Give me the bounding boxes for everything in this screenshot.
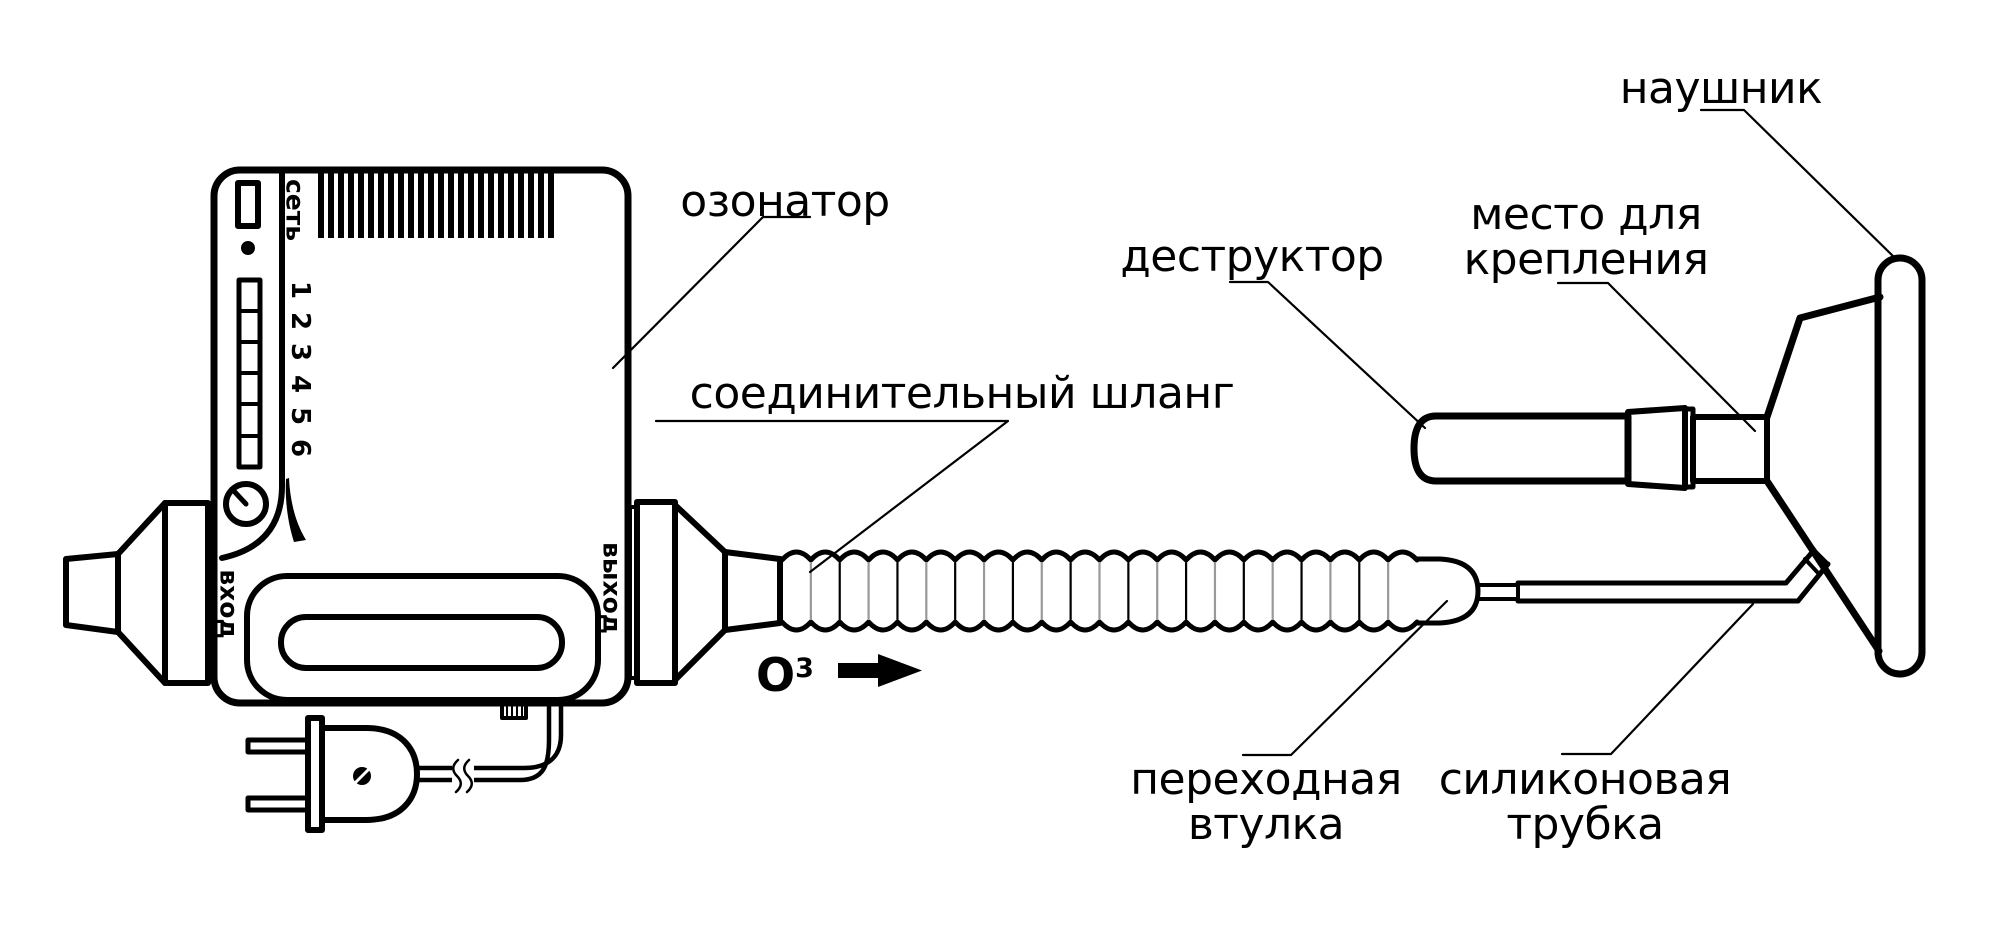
- leader-tube: [1560, 602, 1755, 756]
- power-cable: [414, 701, 564, 794]
- level-slider: [236, 277, 263, 470]
- level-mark-4: 4: [285, 374, 315, 394]
- leader-ozonator: [611, 215, 812, 370]
- level-mark-3: 3: [285, 342, 315, 362]
- level-mark-6: 6: [285, 438, 315, 458]
- earpiece-pad: [1874, 254, 1926, 678]
- label-hose: соединительный шланг: [689, 368, 1235, 419]
- input-connector: [63, 500, 211, 686]
- ventilation-grille-icon: [318, 173, 554, 238]
- panel-label-input: вход: [214, 569, 244, 639]
- pointer-wedge-icon: [285, 478, 306, 542]
- cable-socket: [500, 701, 528, 720]
- ozone-symbol: O: [756, 648, 796, 702]
- adjustment-knob: [223, 481, 269, 527]
- destructor-body: [1410, 412, 1632, 485]
- label-bushing: переходная втулка: [1130, 754, 1402, 850]
- label-earpiece: наушник: [1619, 63, 1823, 114]
- leader-hose: [654, 419, 1010, 574]
- label-mounting-area: место для крепления: [1464, 192, 1709, 282]
- label-tube: силиконовая трубка: [1439, 757, 1732, 847]
- corrugated-hose: [779, 549, 1420, 633]
- earpiece-cone: [1763, 293, 1884, 655]
- label-destructor: деструктор: [1120, 231, 1384, 282]
- level-mark-2: 2: [285, 311, 315, 331]
- ozone-formula: O3: [756, 646, 814, 698]
- power-plug: [245, 715, 420, 833]
- silicone-tube: [1515, 547, 1831, 604]
- ozonator-body: [210, 166, 632, 707]
- tube-connector: [1476, 583, 1520, 601]
- label-tube-line2: трубка: [1506, 799, 1664, 850]
- handle-slot: [278, 614, 565, 671]
- mounting-collar: [1625, 405, 1696, 491]
- level-mark-5: 5: [285, 406, 315, 426]
- panel-label-output: выход: [597, 542, 627, 634]
- mounting-area: [1690, 414, 1770, 484]
- transition-bushing: [1414, 556, 1481, 626]
- power-led: [241, 241, 255, 255]
- label-tube-line1: силиконовая: [1438, 754, 1732, 805]
- label-mounting-area-line2: крепления: [1463, 234, 1709, 285]
- leader-bushing: [1241, 599, 1449, 757]
- leader-mounting-area: [1556, 281, 1757, 433]
- handle-panel: [244, 573, 601, 703]
- label-bushing-line1: переходная: [1130, 754, 1402, 805]
- panel-label-power: сеть: [280, 178, 310, 242]
- level-mark-1: 1: [285, 280, 315, 300]
- label-mounting-area-line1: место для: [1470, 189, 1702, 240]
- ozone-superscript: 3: [795, 653, 814, 684]
- leader-destructor: [1228, 280, 1427, 430]
- leader-earpiece: [1699, 108, 1898, 261]
- ozone-flow-arrow-icon: [838, 654, 922, 687]
- label-ozonator: озонатор: [680, 176, 890, 227]
- label-bushing-line2: втулка: [1187, 799, 1345, 850]
- power-switch: [235, 180, 261, 229]
